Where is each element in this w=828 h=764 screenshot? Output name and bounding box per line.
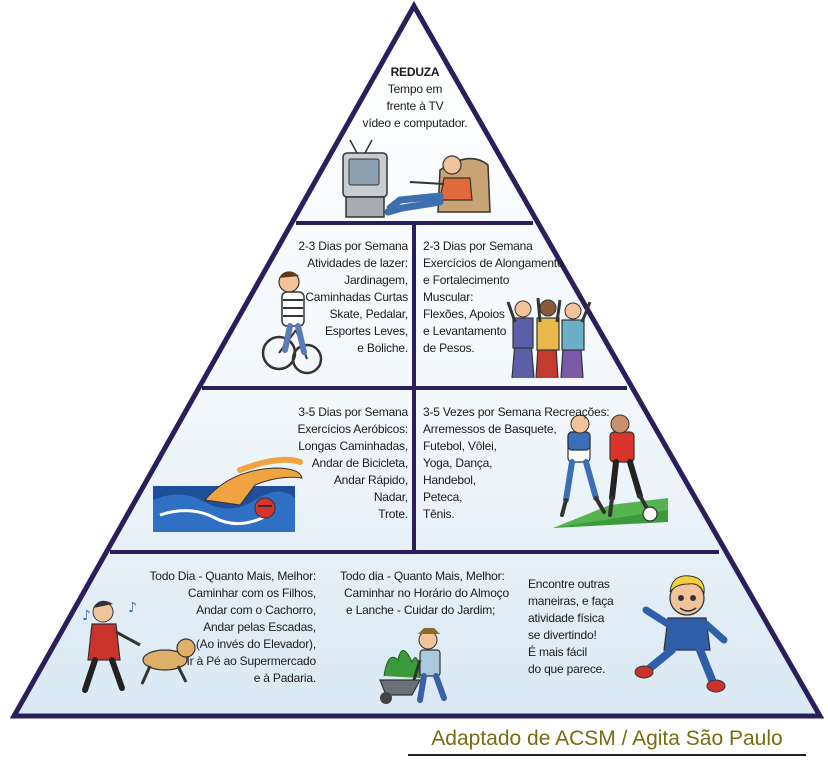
level2-left-line: 2-3 Dias por Semana <box>298 239 408 253</box>
top-heading: REDUZA <box>390 65 440 79</box>
level2-left-text: 2-3 Dias por Semana Atividades de lazer:… <box>262 238 408 357</box>
swimmer-icon <box>153 456 303 532</box>
level4-right-line: do que parece. <box>528 662 606 676</box>
level4-right-text: Encontre outras maneiras, e faça ativida… <box>528 576 638 678</box>
level2-right-line: de Pesos. <box>423 341 475 355</box>
top-line: Tempo em <box>387 82 443 96</box>
level4-right-line: atividade física <box>528 611 605 625</box>
level3-left-line: Exercícios Aeróbicos: <box>297 422 408 436</box>
level4-left-line: Andar com o Cachorro, <box>196 603 316 617</box>
level3-left-line: Andar de Bicicleta, <box>311 456 408 470</box>
level3-left-line: Trote. <box>378 507 408 521</box>
level2-right-line: Exercícios de Alongamento <box>423 256 564 270</box>
level4-left-line: Caminhar com os Filhos, <box>187 586 316 600</box>
svg-text:♪: ♪ <box>82 608 91 624</box>
level2-right-line: e Levantamento <box>423 324 507 338</box>
cyclist-icon <box>261 271 323 375</box>
level2-right-text: 2-3 Dias por Semana Exercícios de Alonga… <box>423 238 573 357</box>
stretching-group-icon <box>506 297 592 379</box>
level3-right-line: Yoga, Dança, <box>423 456 493 470</box>
level4-left-line: Todo Dia - Quanto Mais, Melhor: <box>149 569 316 583</box>
top-line: frente à TV <box>386 99 444 113</box>
level3-right-text: 3-5 Vezes por Semana Recreações: Arremes… <box>423 404 610 523</box>
level4-right-line: É mais fácil <box>528 645 587 659</box>
svg-text:♪: ♪ <box>128 600 137 616</box>
level4-left-line: e à Padaria. <box>253 671 317 685</box>
level4-left-line: Andar pelas Escadas, <box>203 620 316 634</box>
level3-left-line: Nadar, <box>373 490 408 504</box>
level2-right-line: Muscular: <box>423 290 474 304</box>
level4-left-text: Todo Dia - Quanto Mais, Melhor: Caminhar… <box>140 568 316 687</box>
level2-left-line: Atividades de lazer: <box>307 256 408 270</box>
person-watching-tv-icon <box>342 139 491 218</box>
level4-middle-line: Todo dia - Quanto Mais, Melhor: <box>340 569 505 583</box>
level3-right-line: Handebol, <box>423 473 476 487</box>
level3-left-line: Longas Caminhadas, <box>298 439 408 453</box>
level2-right-line: Flexões, Apoios <box>423 307 505 321</box>
level4-right-line: se divertindo! <box>528 628 597 642</box>
source-credit: Adaptado de ACSM / Agita São Paulo <box>408 724 806 756</box>
level4-middle-text: Todo dia - Quanto Mais, Melhor: Caminhar… <box>340 568 510 619</box>
level2-right-line: 2-3 Dias por Semana <box>423 239 533 253</box>
level4-middle-line: Caminhar no Horário do Almoço <box>344 586 509 600</box>
level2-left-line: Skate, Pedalar, <box>329 307 409 321</box>
level3-right-line: Arremessos de Basquete, <box>423 422 557 436</box>
level4-left-line: Ir à Pé ao Supermercado <box>186 654 317 668</box>
level2-left-line: Caminhadas Curtas <box>305 290 408 304</box>
level3-left-line: 3-5 Dias por Semana <box>298 405 408 419</box>
level2-left-line: Jardinagem, <box>344 273 408 287</box>
soccer-players-icon <box>553 414 668 528</box>
top-text: REDUZA Tempo em frente à TV vídeo e comp… <box>340 64 490 132</box>
level3-left-text: 3-5 Dias por Semana Exercícios Aeróbicos… <box>262 404 408 523</box>
level4-middle-line: e Lanche - Cuidar do Jardim; <box>346 603 496 617</box>
level3-left-line: Andar Rápido, <box>333 473 408 487</box>
man-walking-dog-icon: ♪ ♪ <box>82 600 196 693</box>
level2-left-line: e Boliche. <box>357 341 408 355</box>
level2-left-line: Esportes Leves, <box>324 324 408 338</box>
level3-right-line: 3-5 Vezes por Semana Recreações: <box>423 405 610 419</box>
level3-right-line: Futebol, Vôlei, <box>423 439 497 453</box>
running-boy-icon <box>634 575 728 693</box>
level3-right-line: Peteca, <box>423 490 463 504</box>
gardener-wheelbarrow-icon <box>379 628 447 704</box>
level2-right-line: e Fortalecimento <box>423 273 510 287</box>
level4-left-line: (Ao invés do Elevador), <box>195 637 316 651</box>
level4-right-line: Encontre outras <box>528 577 610 591</box>
level3-right-line: Tênis. <box>423 507 455 521</box>
pyramid-outline <box>9 0 825 719</box>
level4-right-line: maneiras, e faça <box>528 594 614 608</box>
top-line: vídeo e computador. <box>362 116 468 130</box>
